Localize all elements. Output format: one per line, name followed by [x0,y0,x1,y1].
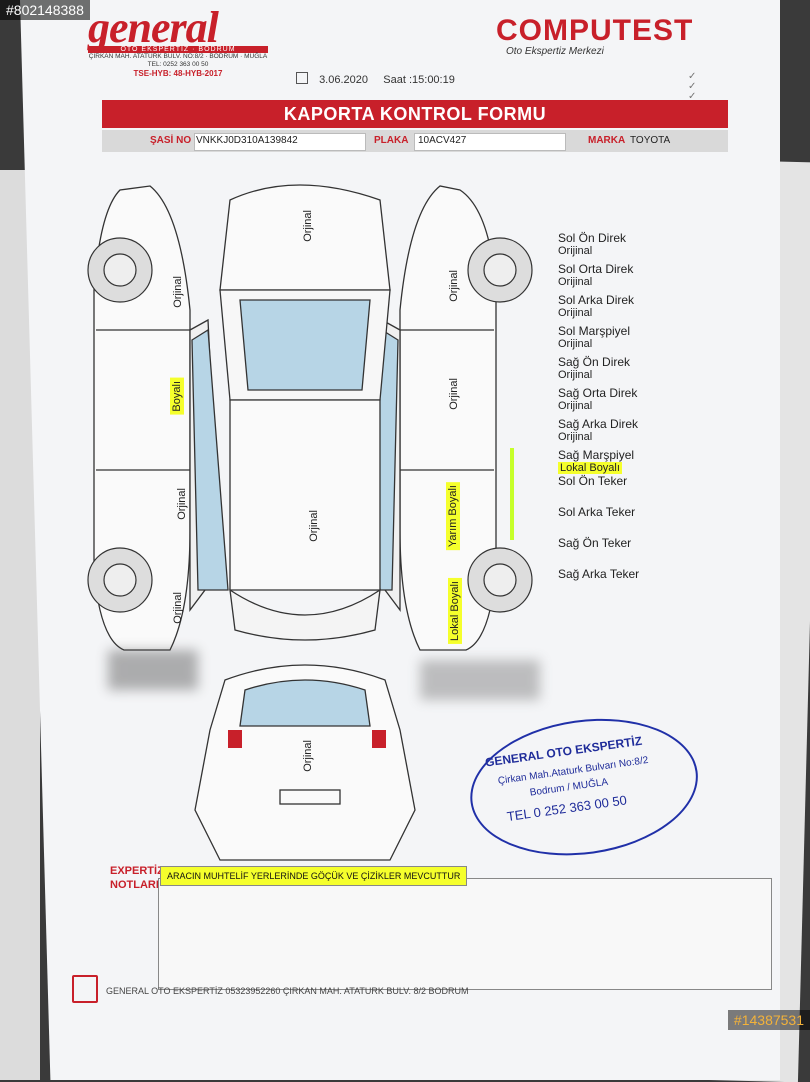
inspection-form-paper: general OTO EKSPERTİZ · BODRUM ÇIRKAN MA… [20,0,780,1080]
label-right-rear-door: Yarım Boyalı [446,482,460,551]
computest-logo-name: COMPUTEST [496,14,694,47]
part-item: Sol Arka Teker [558,505,636,519]
form-title: KAPORTA KONTROL FORMU [102,100,728,128]
label-rear: Orjinal [302,740,314,772]
general-logo-address: ÇIRKAN MAH. ATATÜRK BULV. NO:8/2 · BODRU… [88,53,268,60]
label-roof: Orjinal [308,510,320,542]
part-item: Sağ Arka Teker [558,567,640,581]
calendar-icon [296,72,308,84]
general-logo-sub: OTO EKSPERTİZ · BODRUM [88,46,268,53]
blurred-bleedthrough [108,650,198,690]
general-logo-phone: TEL: 0252 363 00 50 [147,61,209,68]
footer-text: GENERAL OTO EKSPERTİZ 05323952260 ÇIRKAN… [106,986,469,996]
computest-logo: COMPUTEST Oto Ekspertiz Merkezi [496,14,716,57]
label-right-rear-fender: Lokal Boyalı [448,578,462,644]
time: Saat :15:00:19 [383,74,455,86]
listing-id-top: #802148388 [0,0,90,20]
plate-box [414,133,566,151]
label-right-front-door: Orjinal [448,378,460,410]
label-right-front-fender: Orjinal [448,270,460,302]
part-item: Sol Ön Teker [558,474,628,488]
date: 3.06.2020 [319,74,368,86]
brand-value: TOYOTA [630,135,671,146]
brand-label: MARKA [588,135,626,146]
checkmark-icons: ✓✓✓ [688,71,697,102]
general-logo-name: general [88,3,219,52]
highlight-marker-line [510,448,514,540]
notes-box [158,878,772,990]
notes-text: ARACIN MUHTELİF YERLERİNDE GÖÇÜK VE ÇİZİ… [160,866,468,886]
label-left-front-fender: Orjinal [172,276,184,308]
chassis-label: ŞASİ NO [150,135,192,146]
label-left-front-door: Boyalı [170,378,184,415]
label-hood: Orjinal [302,210,314,242]
label-left-rear-fender: Orjinal [172,592,184,624]
part-item: Sağ Ön Teker [558,536,632,550]
listing-id-bottom: #14387531 [727,1010,810,1030]
computest-logo-tagline: Oto Ekspertiz Merkezi [506,46,604,57]
general-logo-tse: TSE-HYB: 48-HYB-2017 [133,69,223,78]
notes-label: EXPERTİZ NOTLARI [110,865,164,891]
plate-value: 10ACV427 [418,135,467,146]
blurred-bleedthrough [420,660,540,700]
vehicle-id-row: ŞASİ NO VNKKJ0D310A139842 PLAKA 10ACV427… [102,130,728,152]
date-time: 3.06.2020 Saat :15:00:19 [296,72,455,86]
car-outline-drawing [87,184,533,861]
car-damage-diagram: Orjinal Orjinal Orjinal Orjinal Boyalı O… [80,170,550,870]
chassis-value: VNKKJ0D310A139842 [196,135,298,146]
general-logo: general OTO EKSPERTİZ · BODRUM ÇIRKAN MA… [88,6,268,78]
chassis-box [194,133,366,151]
document-icon [72,975,98,1003]
plate-label: PLAKA [374,135,409,146]
label-left-rear-door: Orjinal [176,488,188,520]
